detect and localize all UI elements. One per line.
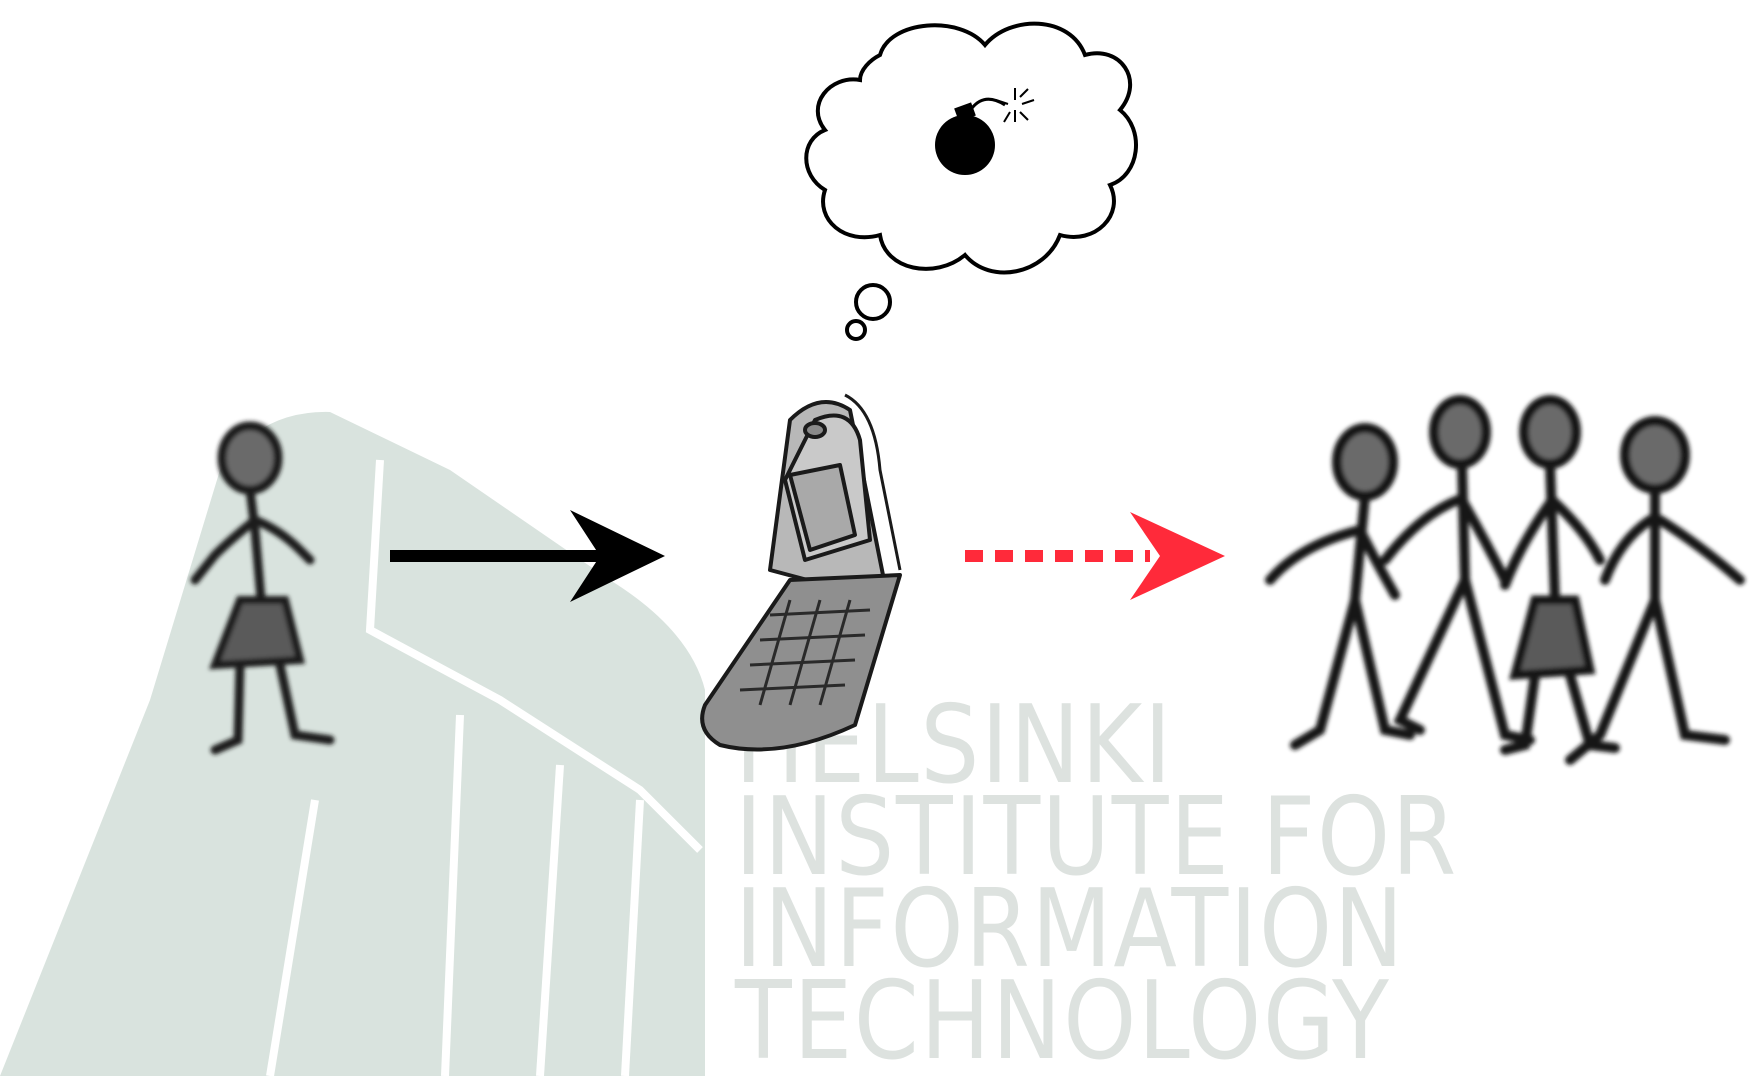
- flip-phone: [702, 395, 900, 750]
- watermark-building-logo: [0, 412, 705, 1076]
- thought-bubble: [806, 24, 1136, 339]
- group-of-stick-figures: [1270, 400, 1740, 760]
- arrow-phone-to-group: [965, 512, 1225, 600]
- receiver-figure-4: [1570, 421, 1740, 760]
- receiver-figure-3: [1505, 400, 1615, 750]
- receiver-figure-1: [1270, 428, 1410, 745]
